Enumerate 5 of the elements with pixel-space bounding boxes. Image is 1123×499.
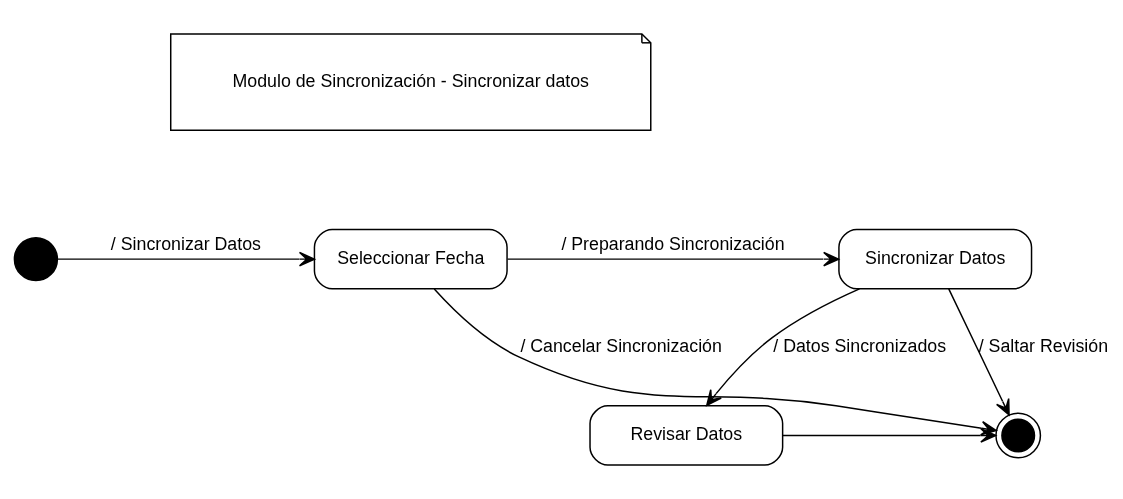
edge-label: / Preparando Sincronización xyxy=(561,233,785,254)
edge-label: / Saltar Revisión xyxy=(978,335,1109,356)
edge-label: / Datos Sincronizados xyxy=(773,335,947,356)
edge-label: / Cancelar Sincronización xyxy=(520,335,722,356)
edge-label: / Sincronizar Datos xyxy=(110,233,261,254)
